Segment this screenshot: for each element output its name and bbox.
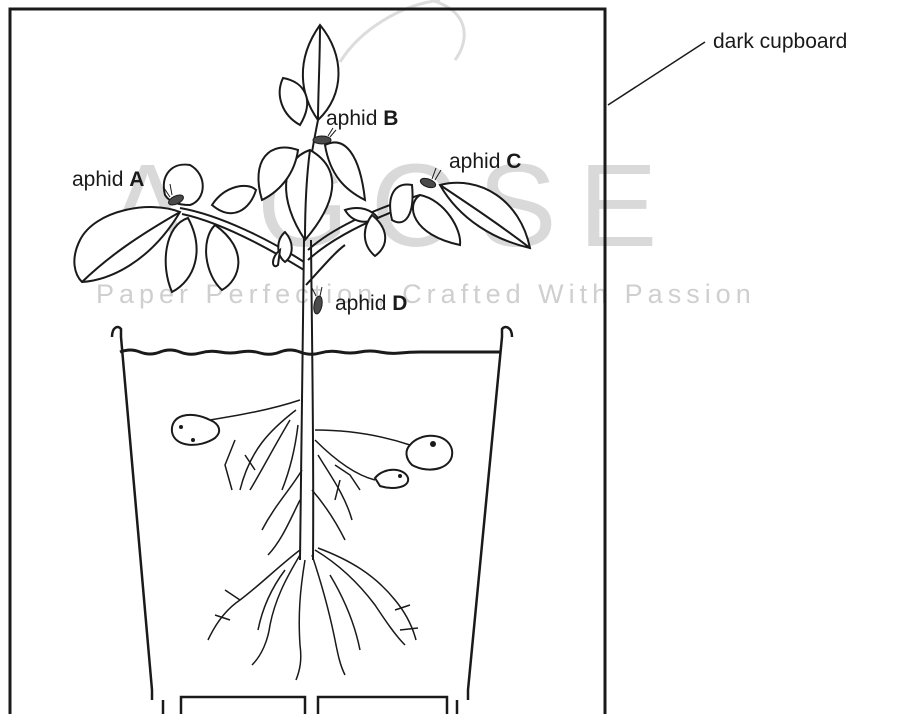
watermark-tagline: Paper Perfection, Crafted With Passion: [96, 279, 756, 309]
cupboard-leader-line: [608, 42, 705, 105]
cupboard-label: dark cupboard: [713, 30, 847, 53]
dark-cupboard: [10, 9, 605, 714]
soil-surface: [120, 350, 500, 354]
leaf: [390, 185, 412, 223]
aphid-c-label: aphid C: [449, 150, 521, 173]
aphid-d-label: aphid D: [335, 292, 407, 315]
aphid-b-label: aphid B: [326, 107, 398, 130]
tuber-right: [406, 436, 452, 470]
tuber-small: [375, 470, 408, 488]
aphid-b-icon: [313, 136, 331, 144]
aphid-a-label: aphid A: [72, 168, 144, 191]
